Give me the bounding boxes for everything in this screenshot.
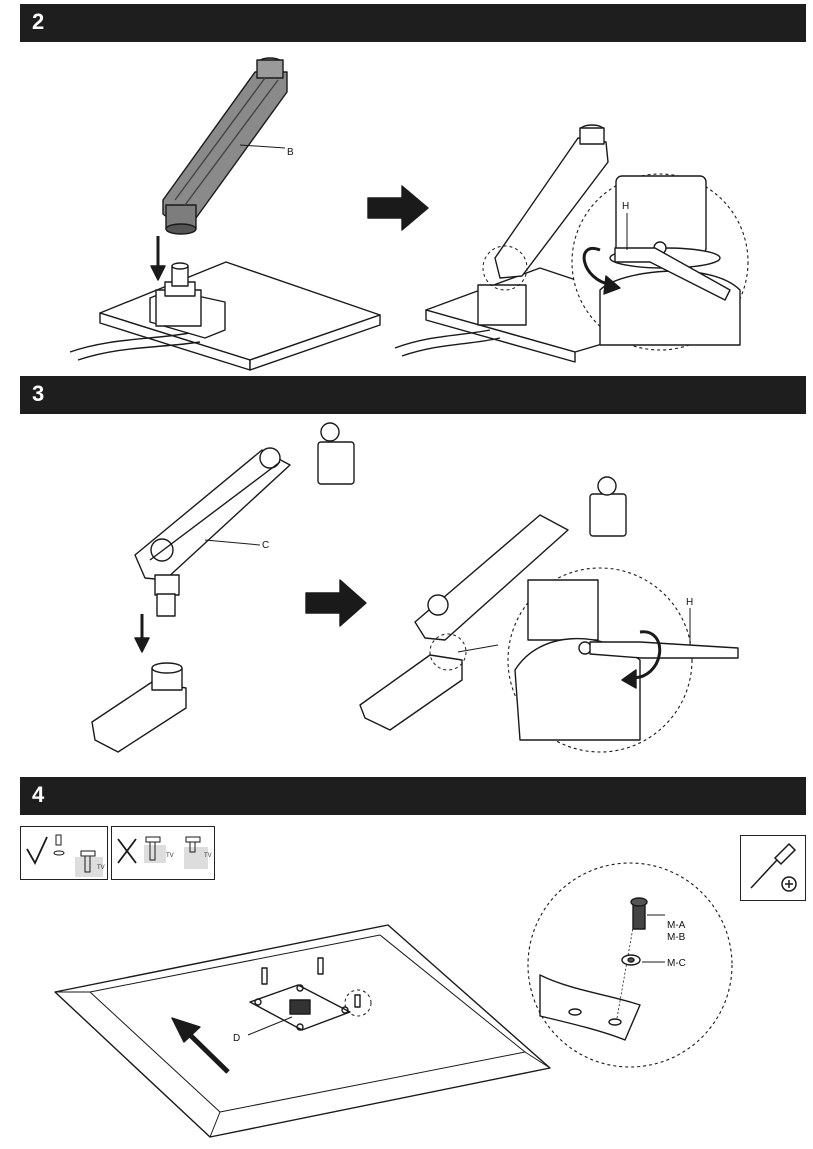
- incorrect-screw-length-box: TV TV: [111, 826, 215, 880]
- label-ma: M-A: [667, 920, 686, 931]
- step-4-header: 4: [20, 777, 806, 815]
- vesa-plate-d: [249, 984, 351, 1031]
- phillips-screwdriver-box: [740, 835, 806, 901]
- label-mc: M-C: [667, 958, 686, 969]
- step-number: 3: [32, 381, 45, 406]
- correct-screw-length-box: TV: [20, 826, 108, 880]
- arm-c: [134, 422, 355, 617]
- check-icon: [26, 834, 103, 877]
- tv-mark: TV: [166, 853, 174, 859]
- hex-key-step2: [614, 213, 731, 301]
- tv-mark: TV: [97, 865, 105, 871]
- cross-icon: [117, 836, 208, 869]
- label-d: D: [233, 1033, 241, 1044]
- hex-key-step3: [589, 608, 739, 659]
- label-b: B: [287, 147, 294, 158]
- detail-magnifier-step4: [527, 862, 733, 1068]
- step-3-header: 3: [20, 376, 806, 414]
- step-2-header: 2: [20, 4, 806, 42]
- label-h-step3: H: [686, 597, 694, 608]
- label-h-step2: H: [622, 201, 630, 212]
- label-mb: M-B: [667, 932, 686, 943]
- screwdriver-icon: [750, 842, 797, 892]
- tv-panel: [54, 924, 551, 1138]
- clamp-base-left: [149, 262, 226, 339]
- tv-mark: TV: [204, 853, 212, 859]
- step-number: 4: [32, 782, 45, 807]
- detail-magnifier-step3: [507, 567, 693, 753]
- arm-b: [162, 57, 288, 235]
- label-c: C: [262, 540, 270, 551]
- step-number: 2: [32, 9, 45, 34]
